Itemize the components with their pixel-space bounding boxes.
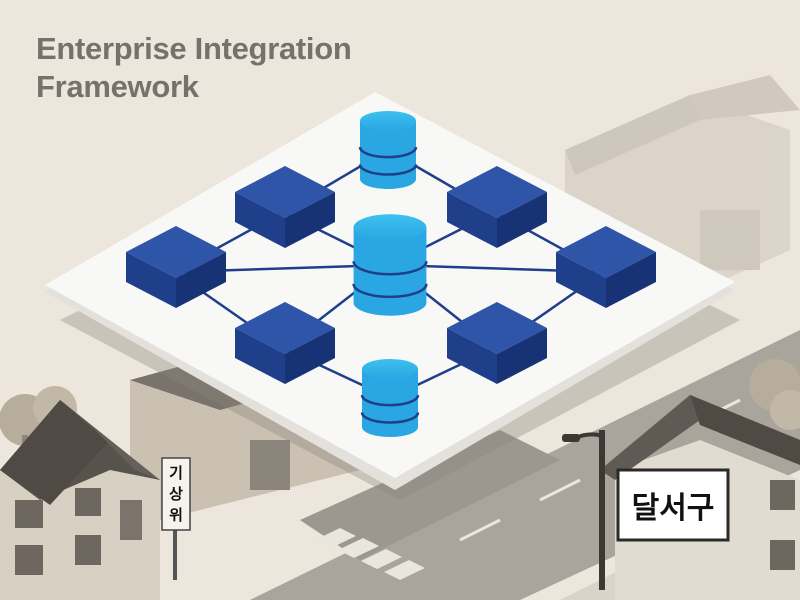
building-left [0,400,160,600]
server-box-icon-box-upper-right [447,166,547,248]
district-sign-text: 달서구 [632,491,715,526]
title-line-1: Enterprise Integration [36,31,352,66]
trees-right [749,359,800,430]
database-icon-db-center [352,214,428,316]
server-box-icon-box-lower-left [235,302,335,384]
server-box-icon-box-left [126,226,226,308]
database-icon-db-bottom [360,359,420,437]
title-line-2: Framework [36,69,199,104]
server-box-icon-box-lower-right [447,302,547,384]
sign-char-1: 기 [169,464,183,482]
sign-char-2: 상 [169,485,183,503]
network-nodes [126,111,656,437]
server-box-icon-box-right [556,226,656,308]
district-sign: 달서구 [616,468,730,542]
sign-char-3: 위 [169,506,183,524]
page-title: Enterprise Integration Framework [36,30,352,106]
database-icon-db-top [358,111,418,189]
vertical-sign: 기 상 위 [161,457,191,580]
server-box-icon-box-upper-left [235,166,335,248]
street-lamp [562,430,605,590]
